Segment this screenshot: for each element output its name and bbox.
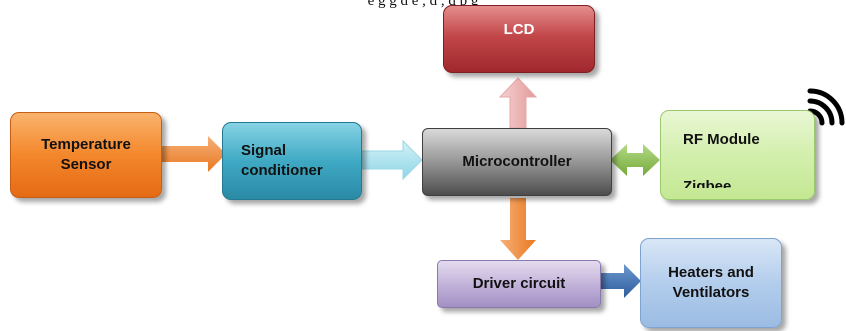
driver-circuit-block: Driver circuit [437, 260, 601, 308]
rf-module-clipped-label: Zigbee [683, 179, 732, 188]
signal-conditioner-block: Signal conditioner [222, 122, 362, 200]
arrow-driver-to-heaters [600, 264, 641, 298]
heaters-ventilators-label-line1: Heaters and [668, 263, 754, 281]
signal-conditioner-label-line2: conditioner [241, 162, 323, 179]
temperature-sensor-label-line2: Sensor [60, 156, 112, 173]
rf-module-label: RF Module [683, 131, 760, 148]
microcontroller-label: Microcontroller [462, 152, 572, 170]
arrow-conditioner-to-microcontroller [361, 139, 423, 181]
temperature-sensor-block: Temperature Sensor [10, 112, 162, 198]
microcontroller-block: Microcontroller [422, 128, 612, 196]
arrow-microcontroller-to-lcd [498, 77, 538, 129]
lcd-block: LCD [443, 5, 595, 73]
arrow-microcontroller-rf-bidirectional [610, 144, 660, 176]
temperature-sensor-label-line1: Temperature [41, 135, 131, 153]
signal-conditioner-label-line1: Signal [241, 141, 287, 159]
lcd-label: LCD [503, 21, 535, 38]
top-text-fragment: e g g d e , d , d p g [367, 0, 479, 9]
arrow-microcontroller-to-driver [500, 198, 536, 260]
rf-module-block: RF Module Zigbee [660, 110, 815, 200]
heaters-ventilators-label-line2: Ventilators [672, 284, 750, 301]
arrow-sensor-to-conditioner [160, 136, 226, 172]
driver-circuit-label: Driver circuit [472, 274, 566, 292]
heaters-ventilators-block: Heaters and Ventilators [640, 238, 782, 328]
